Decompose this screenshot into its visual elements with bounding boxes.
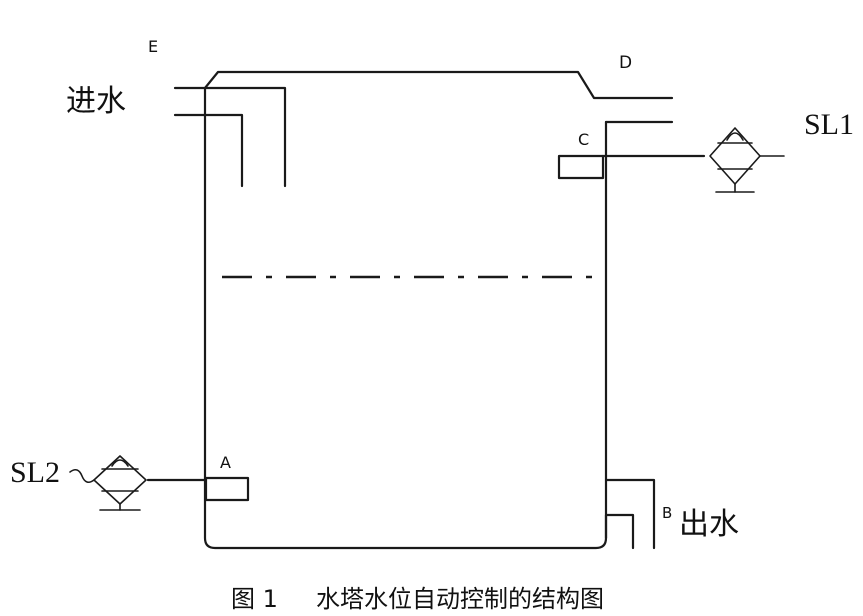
label-sl2: SL2 (10, 456, 60, 489)
figure-number: 图 1 (231, 585, 278, 613)
label-outlet: 出水 (679, 507, 739, 542)
sl1-sensor-symbol (709, 127, 785, 193)
label-c: C (578, 130, 589, 149)
tank-body (203, 86, 608, 550)
label-d: D (619, 53, 632, 73)
sl2-sensor-symbol (69, 455, 147, 511)
figure-caption: 水塔水位自动控制的结构图 (316, 585, 604, 613)
inlet-pipe-lower (173, 113, 244, 188)
outlet-pipe-inner (604, 513, 635, 550)
label-e: E (148, 37, 158, 56)
outlet-pipe-outer (604, 478, 656, 550)
sensor-a-box (204, 476, 250, 502)
inlet-pipe-upper (173, 86, 287, 188)
sensor-c-box (557, 154, 605, 180)
label-sl1: SL1 (804, 108, 854, 141)
label-b: B (662, 504, 672, 522)
label-a: A (220, 453, 231, 472)
label-inlet: 进水 (66, 84, 126, 119)
tank-roof (203, 70, 674, 100)
